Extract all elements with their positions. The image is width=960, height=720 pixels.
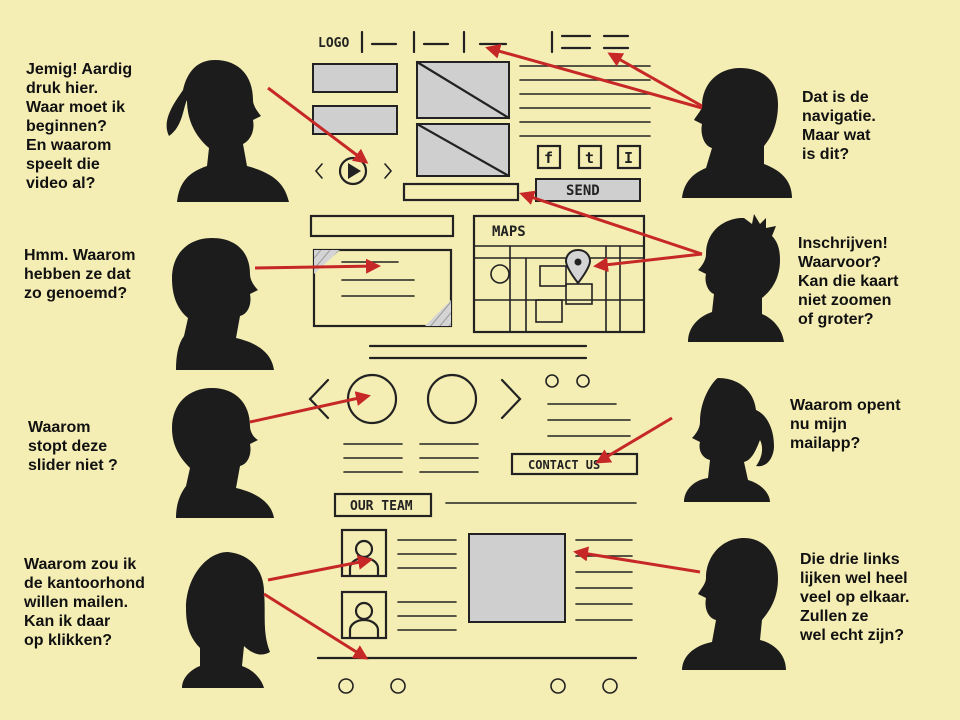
map-label: MAPS — [492, 224, 526, 240]
instagram-icon[interactable]: I — [624, 149, 633, 167]
social-links: f t I — [536, 144, 642, 170]
twitter-icon[interactable]: t — [585, 149, 594, 167]
question-text: Waarom zou ik de kantoorhond willen mail… — [24, 556, 145, 649]
image-placeholder — [312, 105, 398, 135]
slider-prev-icon — [308, 378, 330, 420]
map-pin-icon[interactable] — [564, 248, 592, 285]
question-text: Waarom stopt deze slider niet ? — [28, 419, 118, 474]
question-text: Die drie links lijken wel heel veel op e… — [800, 551, 910, 644]
person-silhouette-icon — [182, 552, 270, 688]
facebook-icon[interactable]: f — [544, 149, 553, 167]
map-widget[interactable]: MAPS — [472, 214, 646, 334]
team-heading: OUR TEAM — [350, 499, 413, 514]
slider-next-icon — [500, 378, 522, 420]
image-placeholder — [468, 533, 566, 623]
question-text: Hmm. Waarom hebben ze dat zo genoemd? — [24, 247, 136, 302]
person-silhouette-icon — [682, 68, 792, 198]
question-text: Inschrijven! Waarvoor? Kan die kaart nie… — [798, 235, 899, 328]
send-button-label: SEND — [566, 183, 600, 199]
text-lines — [343, 403, 631, 473]
slider[interactable] — [308, 373, 522, 425]
person-silhouette-icon — [688, 214, 784, 342]
content-card — [312, 248, 453, 328]
contact-button-label: CONTACT US — [528, 458, 600, 472]
text-lines — [519, 65, 651, 137]
annotation-arrows — [249, 44, 703, 660]
send-button[interactable] — [535, 178, 641, 202]
person-silhouette-icon — [172, 388, 274, 518]
avatar-icon — [354, 539, 374, 559]
nav-bar: LOGO — [318, 30, 630, 54]
signup-input[interactable] — [402, 182, 520, 202]
play-icon[interactable] — [348, 163, 361, 179]
avatar-icon — [354, 601, 374, 621]
person-silhouette-icon — [172, 238, 274, 370]
team-heading-box — [333, 492, 433, 518]
person-silhouette-icon — [166, 60, 289, 202]
contact-button[interactable] — [510, 452, 639, 476]
text-lines — [397, 539, 457, 631]
question-text: Dat is de navigatie. Maar wat is dit? — [802, 89, 876, 163]
question-text: Waarom opent nu mijn mailapp? — [790, 397, 901, 452]
person-silhouette-icon — [682, 538, 786, 670]
image-placeholder — [312, 63, 398, 93]
section-title-box — [309, 214, 455, 238]
video-player[interactable] — [314, 156, 393, 186]
team-member[interactable] — [340, 590, 388, 640]
logo-text: LOGO — [318, 36, 349, 51]
team-member[interactable] — [340, 528, 388, 578]
question-text: Jemig! Aardig druk hier. Waar moet ik be… — [26, 61, 133, 192]
person-silhouette-icon — [684, 378, 774, 502]
